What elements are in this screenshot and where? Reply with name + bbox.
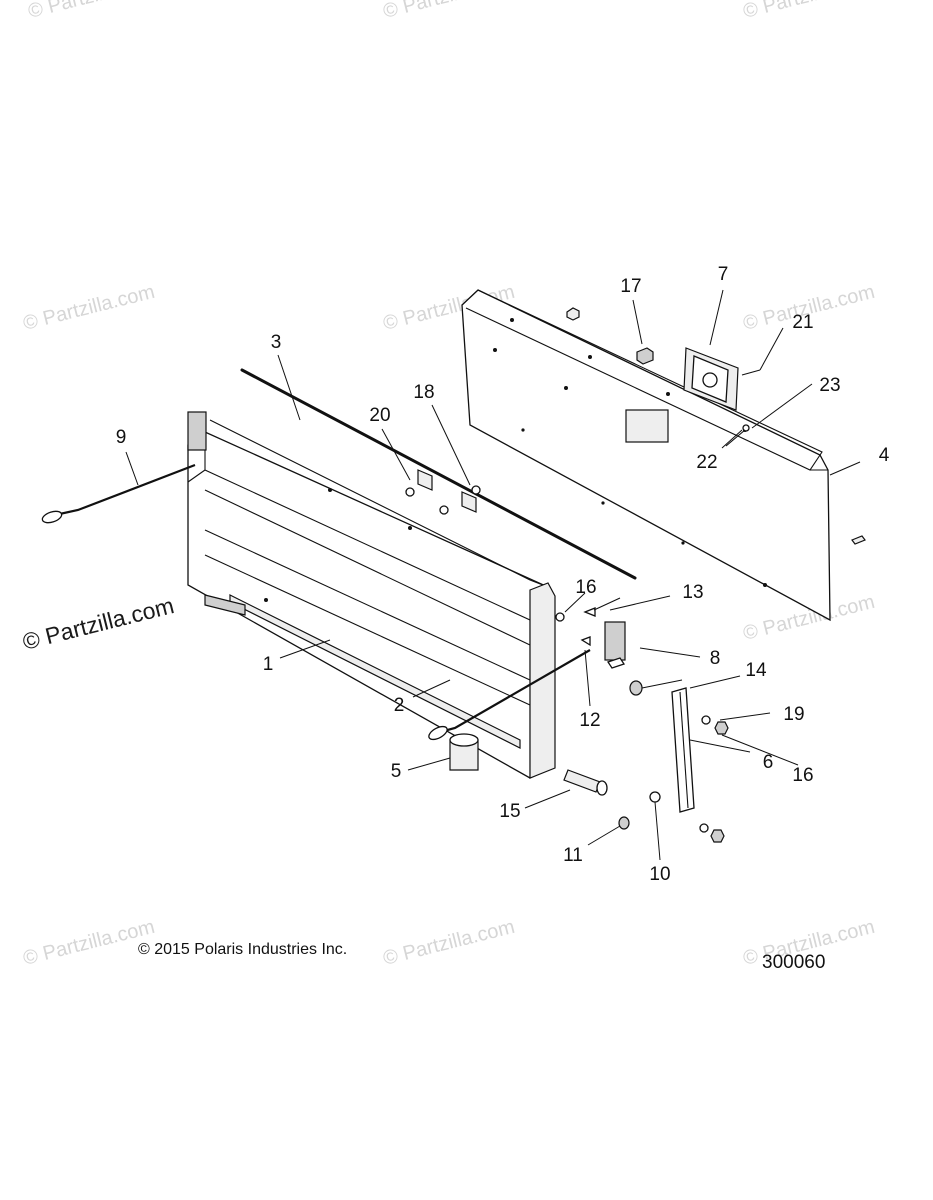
callout-12: 12 <box>579 710 600 731</box>
callout-14: 14 <box>745 660 767 681</box>
callout-15: 15 <box>499 801 520 822</box>
left-latch-icon <box>187 411 207 451</box>
callout-8: 8 <box>710 648 721 669</box>
callout-layer: 9 3 20 18 17 7 21 23 22 4 1 2 16 13 8 12… <box>116 264 890 885</box>
leader-lines <box>125 289 861 861</box>
callout-2: 2 <box>394 695 405 716</box>
part-10-bolt <box>649 791 661 803</box>
part-14-bolt <box>629 680 643 696</box>
part-5-bushing <box>449 733 479 771</box>
watermark: © Partzilla.com <box>741 0 877 23</box>
part-7-handle <box>683 347 739 411</box>
callout-3: 3 <box>271 332 282 353</box>
callout-4: 4 <box>879 445 890 466</box>
part-23-fastener <box>742 424 750 432</box>
watermark-prominent: © Partzilla.com <box>20 592 177 655</box>
callout-20: 20 <box>369 405 390 426</box>
callout-6: 6 <box>763 752 774 773</box>
part-20-bracket <box>417 469 433 491</box>
callout-19: 19 <box>783 704 804 725</box>
watermark: © Partzilla.com <box>21 916 157 970</box>
callout-21: 21 <box>792 312 813 333</box>
part-18-bracket <box>461 491 477 513</box>
callout-22: 22 <box>696 452 717 473</box>
callout-17: 17 <box>620 276 641 297</box>
part-11-screw <box>618 816 630 830</box>
part-8-latch <box>604 621 626 661</box>
figure-number: 300060 <box>762 952 825 973</box>
callout-23: 23 <box>819 375 840 396</box>
callout-13: 13 <box>682 582 703 603</box>
part-15-pin <box>563 769 601 793</box>
callout-11: 11 <box>563 845 583 866</box>
part-19-washer <box>701 715 711 725</box>
part-16-nut <box>555 612 565 622</box>
copyright-text: © 2015 Polaris Industries Inc. <box>138 941 347 958</box>
part-6-strip <box>671 687 695 813</box>
part-21-screw <box>741 369 761 376</box>
callout-16-top: 16 <box>575 577 596 598</box>
part-12-pin <box>606 657 626 669</box>
callout-9: 9 <box>116 427 127 448</box>
watermark: © Partzilla.com <box>381 0 517 23</box>
part-4-outer-panel <box>461 289 866 622</box>
part-13-bolt <box>583 607 596 617</box>
callout-5: 5 <box>391 761 402 782</box>
part-9-cable <box>54 463 196 517</box>
part-3-rod <box>240 368 637 580</box>
callout-1: 1 <box>263 654 274 675</box>
callout-10: 10 <box>649 864 670 885</box>
watermark: © Partzilla.com <box>21 281 157 335</box>
watermark: © Partzilla.com <box>26 0 162 23</box>
watermark: © Partzilla.com <box>381 916 517 970</box>
part-16-locknut <box>714 721 729 735</box>
callout-18: 18 <box>413 382 434 403</box>
callout-7: 7 <box>718 264 729 285</box>
callout-16-bottom: 16 <box>792 765 813 786</box>
part-1-tailgate-inner <box>187 411 556 779</box>
part-17-bumper <box>636 347 654 365</box>
